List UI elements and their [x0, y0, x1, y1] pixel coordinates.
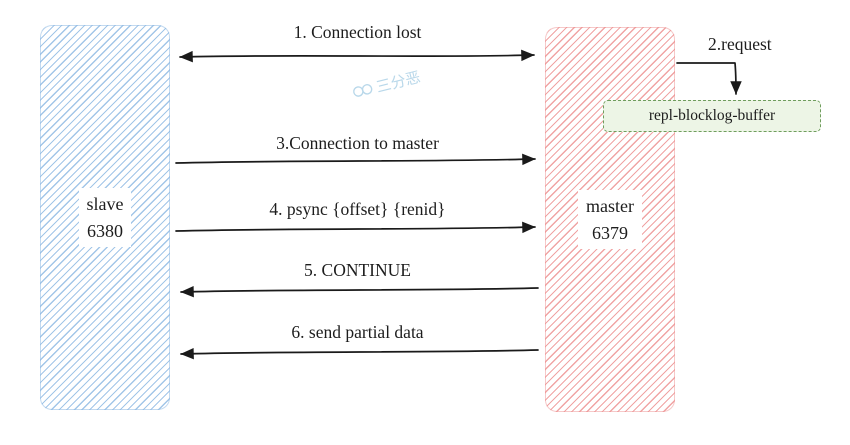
watermark-icon — [353, 84, 373, 97]
arrow-connection-lost — [179, 49, 535, 63]
watermark-text: 三分恶 — [374, 69, 423, 97]
slave-name: slave — [86, 194, 124, 215]
node-slave-label: slave 6380 — [78, 188, 132, 247]
arrow-request — [676, 62, 742, 95]
slave-port: 6380 — [86, 220, 123, 241]
node-master-label: master 6379 — [578, 190, 642, 249]
arrow-psync — [175, 221, 536, 234]
arrow-connection-to-master — [175, 153, 536, 166]
node-master: master 6379 — [545, 27, 675, 412]
arrow-continue — [180, 285, 539, 298]
message-label-continue: 5. CONTINUE — [304, 260, 411, 280]
message-label-send-partial-data: 6. send partial data — [291, 322, 424, 342]
master-name: master — [586, 196, 634, 217]
master-port: 6379 — [591, 222, 628, 243]
node-slave: slave 6380 — [40, 25, 170, 410]
message-label-request: 2.request — [708, 34, 772, 54]
message-label-connection-lost: 1. Connection lost — [293, 22, 422, 42]
buffer-label: repl-blocklog-buffer — [648, 107, 776, 124]
arrow-send-partial-data — [180, 347, 539, 360]
message-label-connection-to-master: 3.Connection to master — [276, 133, 439, 153]
watermark: 三分恶 — [350, 66, 422, 103]
message-label-psync: 4. psync {offset} {renid} — [269, 199, 446, 219]
repl-backlog-buffer-box: repl-blocklog-buffer — [603, 100, 821, 132]
